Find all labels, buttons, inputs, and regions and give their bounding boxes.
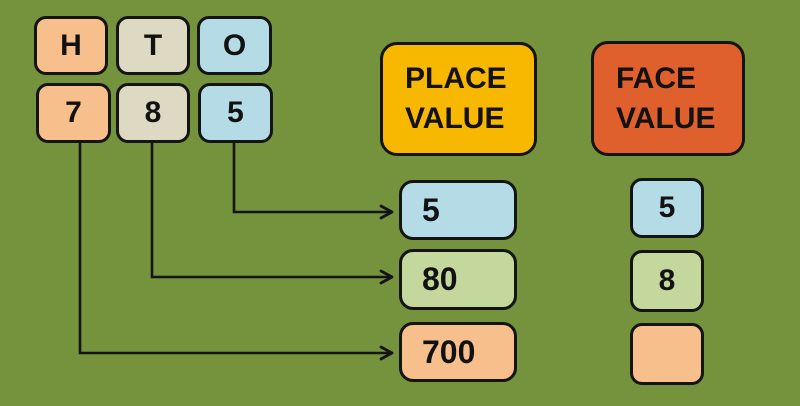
place-value-tens: 80 <box>399 249 517 310</box>
place-value-hundreds-label: 700 <box>422 333 476 370</box>
place-value-ones-label: 5 <box>422 191 440 228</box>
place-value-hundreds: 700 <box>399 322 517 382</box>
arrow-ones-to-place-value <box>232 143 394 220</box>
column-header-tens: T <box>116 16 190 75</box>
column-header-ones-label: O <box>222 28 247 62</box>
place-value-tens-label: 80 <box>422 261 458 297</box>
face-value-tens-label: 8 <box>658 264 676 297</box>
place-value-title-line1: PLACE <box>405 62 507 95</box>
column-header-hundreds: H <box>34 16 108 75</box>
face-value-title-line2: VALUE <box>616 101 716 135</box>
arrow-hundreds-to-place-value <box>78 143 394 361</box>
digit-hundreds-label: 7 <box>65 96 82 129</box>
face-value-ones-label: 5 <box>658 191 676 224</box>
digit-tens-label: 8 <box>144 96 162 129</box>
digit-ones: 5 <box>198 83 273 143</box>
face-value-ones: 5 <box>630 178 704 238</box>
column-header-hundreds-label: H <box>60 28 82 62</box>
face-value-tens: 8 <box>630 250 704 312</box>
face-value-title: FACE VALUE <box>591 41 745 156</box>
digit-hundreds: 7 <box>36 83 111 143</box>
column-header-ones: O <box>197 16 272 75</box>
face-value-title-line1: FACE <box>616 61 697 95</box>
digit-tens: 8 <box>116 83 190 143</box>
place-value-title: PLACE VALUE <box>380 42 537 156</box>
place-value-title-line2: VALUE <box>405 102 505 135</box>
face-value-hundreds <box>630 323 704 385</box>
digit-ones-label: 5 <box>227 96 244 129</box>
arrow-tens-to-place-value <box>150 143 394 285</box>
column-header-tens-label: T <box>143 28 163 62</box>
place-value-ones: 5 <box>399 180 517 240</box>
